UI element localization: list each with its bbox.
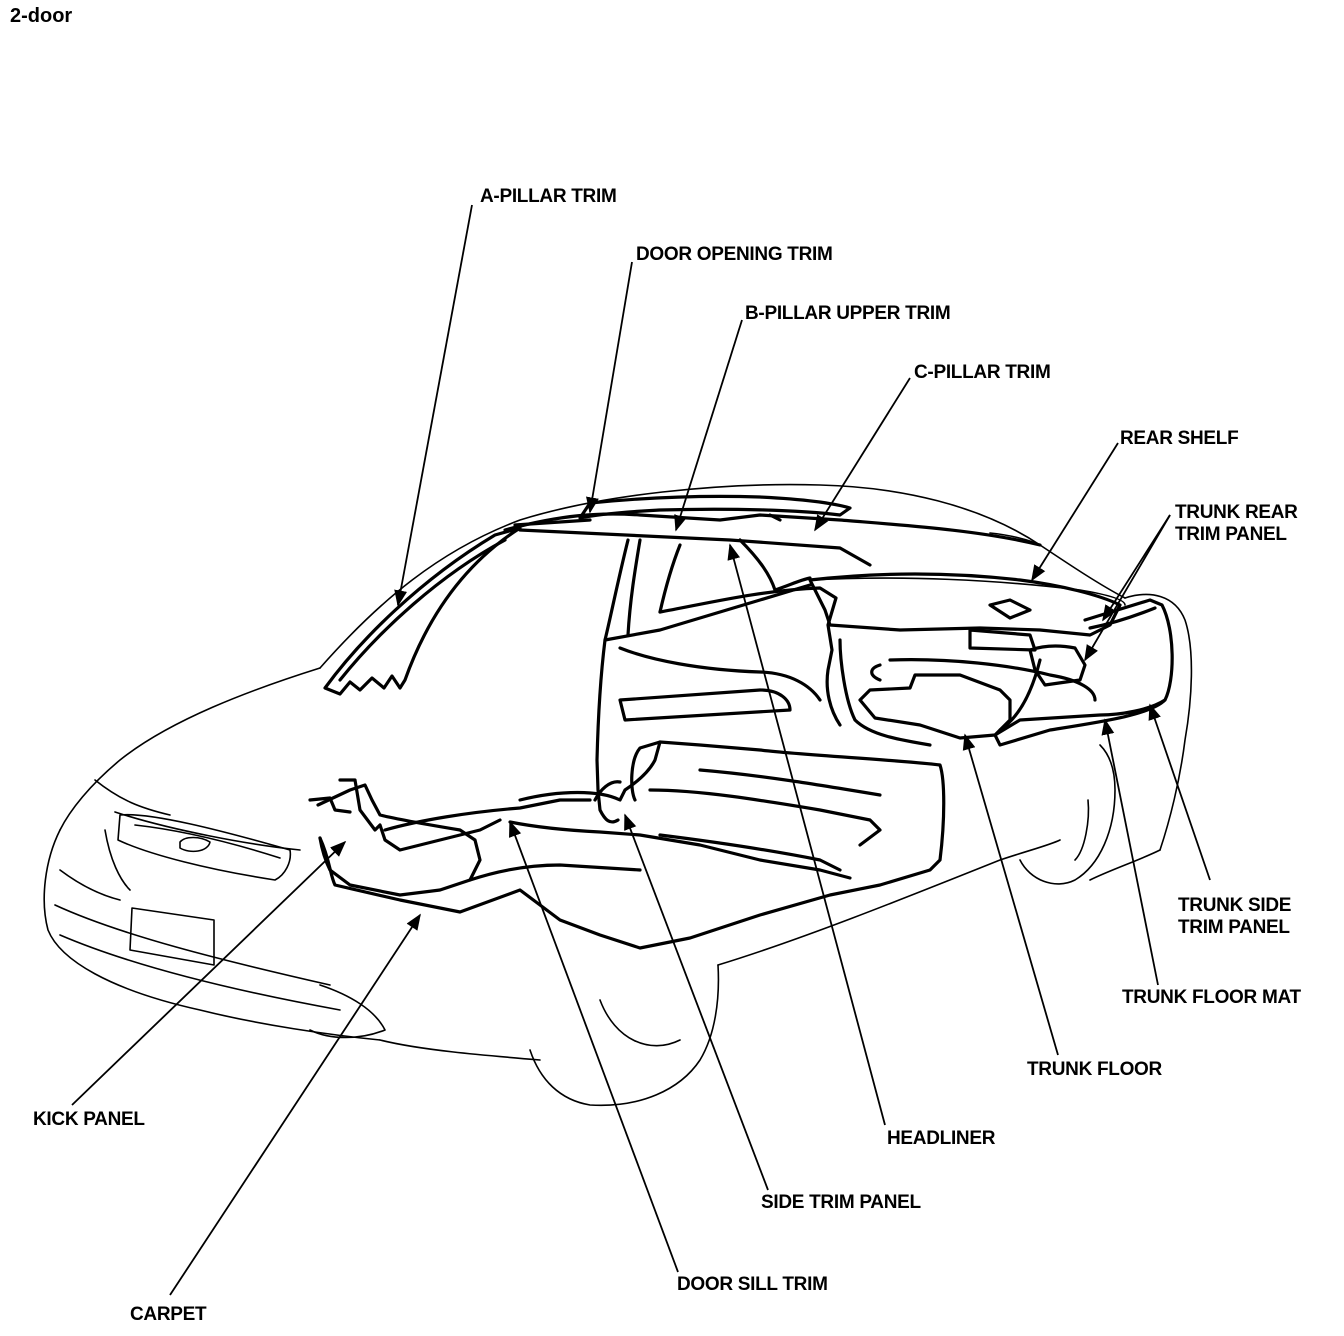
label-carpet: CARPET [130,1304,207,1325]
label-b-pillar-upper-trim: B-PILLAR UPPER TRIM [745,303,950,324]
leader-door-sill-trim [509,820,679,1273]
leader-door-opening-trim [586,261,633,514]
part-labels: A-PILLAR TRIM DOOR OPENING TRIM B-PILLAR… [33,186,1302,1325]
label-kick-panel: KICK PANEL [33,1109,145,1130]
leader-trunk-floor-mat [1101,718,1159,986]
leader-b-pillar-upper-trim [674,319,743,532]
leader-side-trim-panel [624,813,769,1191]
leader-trunk-floor [962,733,1059,1056]
label-rear-shelf: REAR SHELF [1120,428,1238,449]
label-trunk-floor-mat: TRUNK FLOOR MAT [1122,987,1301,1008]
label-c-pillar-trim: C-PILLAR TRIM [914,362,1050,383]
label-trunk-rear-trim-panel-line1: TRUNK REAR [1175,502,1298,523]
leader-rear-shelf [1031,442,1119,582]
leader-lines [71,204,1211,1296]
label-side-trim-panel: SIDE TRIM PANEL [761,1192,922,1213]
label-a-pillar-trim: A-PILLAR TRIM [480,186,616,207]
trim-components [308,494,1174,950]
label-door-sill-trim: DOOR SILL TRIM [677,1274,828,1295]
label-trunk-floor: TRUNK FLOOR [1027,1059,1163,1080]
diagram-title: 2-door [10,5,72,27]
label-headliner: HEADLINER [887,1128,996,1149]
leader-trunk-rear-trim-panel-b [1084,514,1171,662]
label-trunk-side-trim-panel-line1: TRUNK SIDE [1178,895,1291,916]
leader-trunk-side-trim-panel [1148,703,1211,881]
label-trunk-side-trim-panel-line2: TRIM PANEL [1178,917,1290,938]
car-body-outline [43,483,1193,1107]
leader-kick-panel [71,840,347,1106]
leader-a-pillar-trim [394,204,473,607]
leader-headliner [727,543,886,1126]
leader-c-pillar-trim [814,377,911,532]
label-door-opening-trim: DOOR OPENING TRIM [636,244,833,265]
label-trunk-rear-trim-panel-line2: TRIM PANEL [1175,524,1287,545]
leader-carpet [169,913,421,1296]
